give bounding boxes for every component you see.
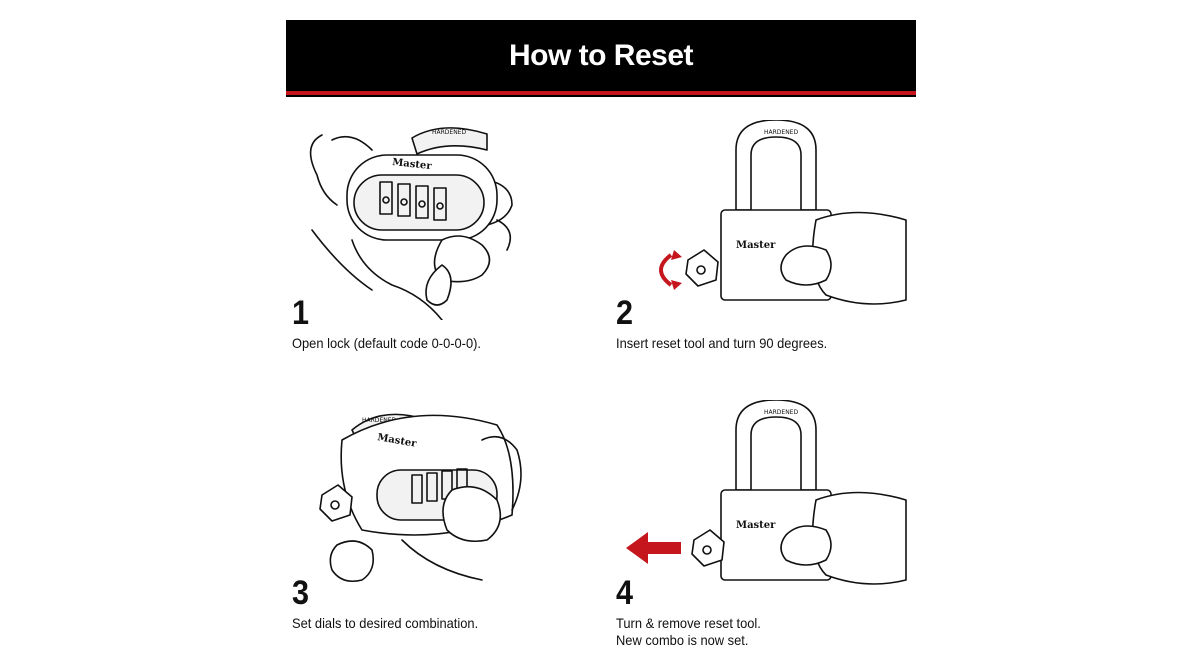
shackle-stamp-3: HARDENED	[362, 417, 396, 424]
shackle-stamp-4: HARDENED	[764, 409, 798, 416]
brand-logo: Master	[392, 157, 433, 172]
reset-tool-icon	[685, 249, 719, 287]
step-3-text: Set dials to desired combination.	[292, 615, 478, 632]
step-4-line-2: New combo is now set.	[616, 632, 749, 648]
step-1-text: Open lock (default code 0-0-0-0).	[292, 335, 481, 352]
brand-logo-2: Master	[736, 240, 776, 251]
step-3-number: 3	[292, 574, 310, 612]
brand-logo-4: Master	[736, 520, 776, 531]
step-2-number: 2	[616, 294, 634, 332]
padlock-open-illustration: HARDENED Master	[309, 127, 513, 320]
step-2-line-1: Insert reset tool and turn 90 degrees.	[616, 335, 828, 351]
step-1-line-1: Open lock (default code 0-0-0-0).	[292, 335, 482, 351]
step-4-number: 4	[616, 574, 634, 612]
step-3-line-1: Set dials to desired combination.	[292, 615, 479, 631]
step-1-number: 1	[292, 294, 310, 332]
set-dials-illustration: HARDENED Master	[319, 413, 522, 583]
black-stripe	[286, 95, 916, 97]
step-4-line-1: Turn & remove reset tool.	[616, 615, 761, 631]
insert-reset-tool-illustration: HARDENED Master	[659, 120, 907, 305]
remove-reset-tool-illustration: HARDENED Master	[626, 400, 907, 585]
shackle-stamp: HARDENED	[432, 129, 466, 136]
step-2: HARDENED Master 2 Insert reset tool and …	[616, 120, 916, 390]
reset-instructions-card: How to Reset HARDENED Master	[286, 20, 916, 660]
page-title: How to Reset	[508, 38, 694, 72]
step-4: HARDENED Master 4 Turn & remove reset to…	[616, 400, 916, 670]
step-4-text: Turn & remove reset tool. New combo is n…	[616, 615, 761, 649]
rotate-arrows-icon	[659, 253, 673, 287]
step-1: HARDENED Master 1 Open lock (default cod…	[292, 120, 592, 390]
header-banner: How to Reset	[286, 20, 916, 91]
shackle-stamp-2: HARDENED	[764, 129, 798, 136]
step-3: HARDENED Master 3 Set dials to desired c…	[292, 400, 592, 670]
left-arrow-icon	[626, 532, 681, 564]
red-stripe	[286, 91, 916, 95]
step-2-text: Insert reset tool and turn 90 degrees.	[616, 335, 827, 352]
